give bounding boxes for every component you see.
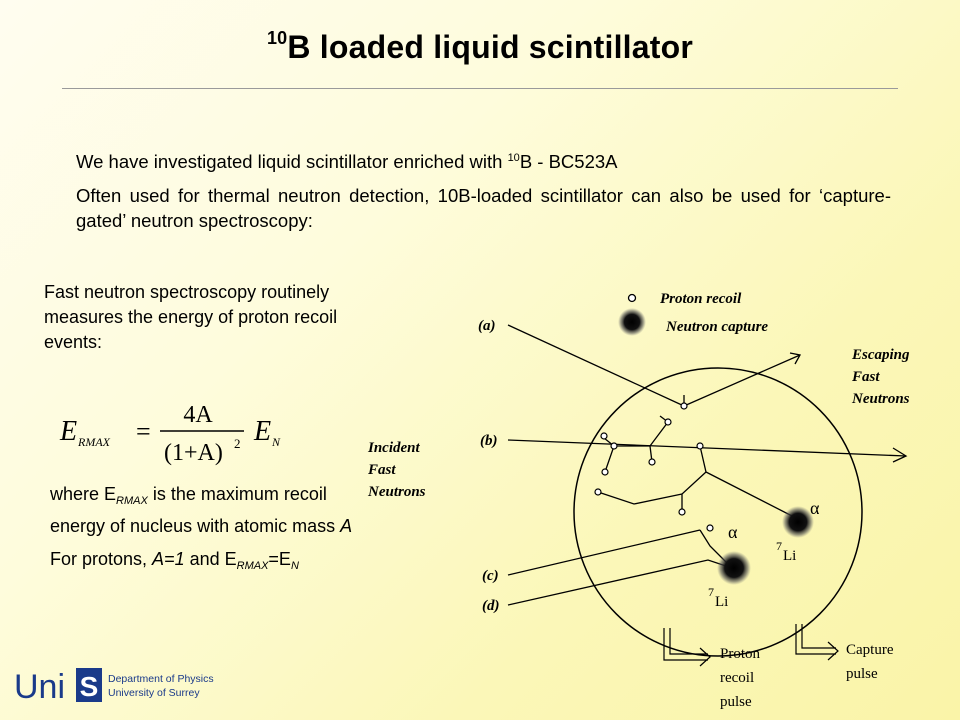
legend-neutron-capture: Neutron capture [665, 319, 768, 335]
recoil-node [678, 508, 686, 516]
escaping-label-1: Escaping [851, 347, 910, 363]
recoil-node [680, 402, 688, 410]
logo-uni: Uni [14, 668, 65, 706]
formula-lhs: E [59, 416, 77, 447]
protons-sub-2: N [290, 560, 299, 572]
track-b-scatter [604, 421, 669, 473]
formula-rhs-sub: N [271, 435, 281, 449]
proton-pulse-label-2: recoil [720, 670, 754, 686]
incident-label-2: Fast [367, 462, 396, 478]
track-a-outgoing [683, 354, 801, 407]
neutron-capture-legend-marker [618, 308, 646, 336]
university-logo: Uni S Department of Physics University o… [14, 668, 214, 706]
track-label-c: (c) [482, 568, 499, 584]
track-b-main [507, 439, 907, 457]
protons-a1: A=1 [152, 549, 185, 569]
intro-line-1-sup: 10 [507, 152, 520, 164]
logo-dept: Department of Physics [108, 673, 214, 685]
capture-blob-b [782, 506, 814, 538]
protons-part-1: For protons, [50, 549, 153, 569]
recoil-node [610, 442, 618, 450]
capture-gated-diagram: Proton recoil Neutron capture (a) (b) (c… [367, 291, 910, 710]
capture-pulse-label-1: Capture [846, 642, 894, 658]
title-superscript: 10 [266, 28, 288, 48]
formula-rhs: E [253, 416, 271, 447]
incident-label-1: Incident [367, 440, 421, 456]
recoil-energy-formula: E RMAX = 4A (1+A) 2 E N [59, 402, 281, 466]
protons-eq: =E [268, 549, 291, 569]
where-part-1: where E [50, 484, 117, 504]
intro-text: We have investigated liquid scintillator… [76, 146, 891, 242]
track-b-branch-5 [681, 471, 707, 512]
fast-neutron-paragraph: Fast neutron spectroscopy routinely meas… [44, 282, 338, 352]
proton-recoil-legend-marker [627, 293, 637, 303]
alpha-label-1: α [810, 498, 820, 518]
title-main: B loaded liquid scintillator [287, 29, 694, 65]
li-label-2: Li [715, 594, 728, 610]
escaping-label-2: Fast [851, 369, 880, 385]
capture-pulse-label-2: pulse [846, 666, 878, 682]
recoil-node [594, 488, 602, 496]
capture-blob-cd [717, 551, 751, 585]
intro-line-1: We have investigated liquid scintillator… [76, 146, 891, 174]
recoil-node [706, 524, 714, 532]
intro-line-1-post: B - BC523A [519, 151, 618, 172]
protons-sub-1: RMAX [236, 560, 269, 572]
formula-lhs-sub: RMAX [77, 435, 111, 449]
li-label-1: Li [783, 548, 796, 564]
formula-numerator: 4A [183, 402, 213, 428]
track-a-arrowhead [789, 352, 802, 365]
logo-s: S [80, 671, 99, 702]
track-label-d: (d) [482, 598, 500, 614]
track-b-branch-4 [699, 445, 797, 519]
proton-pulse-symbol [663, 628, 711, 667]
where-a: A [340, 516, 353, 536]
recoil-node [600, 432, 608, 440]
recoil-node [601, 468, 609, 476]
track-b-branch-6 [597, 491, 683, 505]
alpha-label-2: α [728, 522, 738, 542]
where-text: where ERMAX is the maximum recoil energy… [50, 482, 360, 539]
page-title: 10B loaded liquid scintillator [0, 28, 960, 66]
protons-part-2: and E [184, 549, 237, 569]
track-label-a: (a) [478, 318, 496, 334]
formula-denominator-exp: 2 [234, 436, 241, 451]
legend-proton-recoil: Proton recoil [660, 291, 742, 307]
intro-line-2: Often used for thermal neutron detection… [76, 185, 891, 231]
track-c-main [507, 529, 701, 576]
title-divider [62, 88, 898, 89]
where-sub: RMAX [116, 495, 148, 507]
li-label-2-sup: 7 [708, 585, 714, 599]
protons-text: For protons, A=1 and ERMAX=EN [50, 547, 360, 579]
logo-s-box [76, 668, 102, 702]
scintillator-volume [573, 367, 863, 657]
formula-explanation: where ERMAX is the maximum recoil energy… [50, 482, 360, 587]
li-label-1-sup: 7 [776, 539, 782, 553]
escaping-label-3: Neutrons [851, 391, 910, 407]
formula-denominator: (1+A) [164, 440, 223, 466]
recoil-node [696, 442, 704, 450]
proton-pulse-label-1: Proton [720, 646, 761, 662]
track-b-arrowhead [892, 447, 908, 463]
intro-line-1-pre: We have investigated liquid scintillator… [76, 151, 508, 172]
track-label-b: (b) [480, 433, 498, 449]
recoil-node [664, 418, 672, 426]
formula-equals: = [136, 417, 151, 446]
logo-univ: University of Surrey [108, 687, 200, 699]
incident-label-3: Neutrons [367, 484, 426, 500]
capture-pulse-symbol [795, 624, 839, 661]
track-a-incoming [507, 324, 685, 407]
recoil-node [648, 458, 656, 466]
proton-pulse-label-3: pulse [720, 694, 752, 710]
where-part-2: is the maximum recoil energy of nucleus … [50, 484, 341, 536]
